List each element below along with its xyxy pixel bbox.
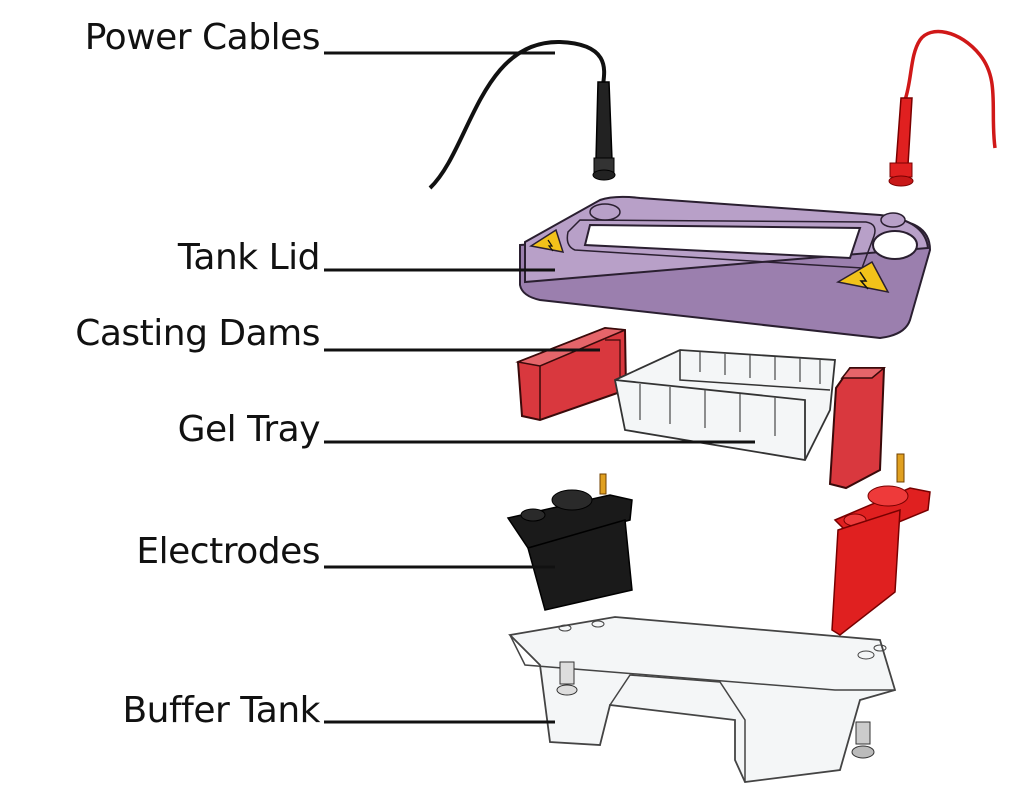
label-power-cables: Power Cables <box>84 17 321 58</box>
power-cable-red <box>888 29 997 187</box>
label-tank-lid: Tank Lid <box>177 237 321 278</box>
warning-icon <box>835 260 890 294</box>
label-casting-dams: Casting Dams <box>75 313 320 354</box>
leader-lines <box>324 51 755 724</box>
power-cable-black <box>428 39 616 190</box>
label-electrodes: Electrodes <box>136 531 320 572</box>
casting-dam-left <box>515 326 628 422</box>
warning-icon <box>529 228 565 253</box>
buffer-tank <box>508 616 897 783</box>
label-gel-tray: Gel Tray <box>177 409 321 450</box>
casting-dam-right <box>828 367 887 490</box>
tank-lid <box>519 195 932 340</box>
electrode-black <box>506 473 633 611</box>
gel-tray <box>613 349 836 461</box>
label-buffer-tank: Buffer Tank <box>122 690 320 731</box>
electrode-red <box>831 453 931 636</box>
